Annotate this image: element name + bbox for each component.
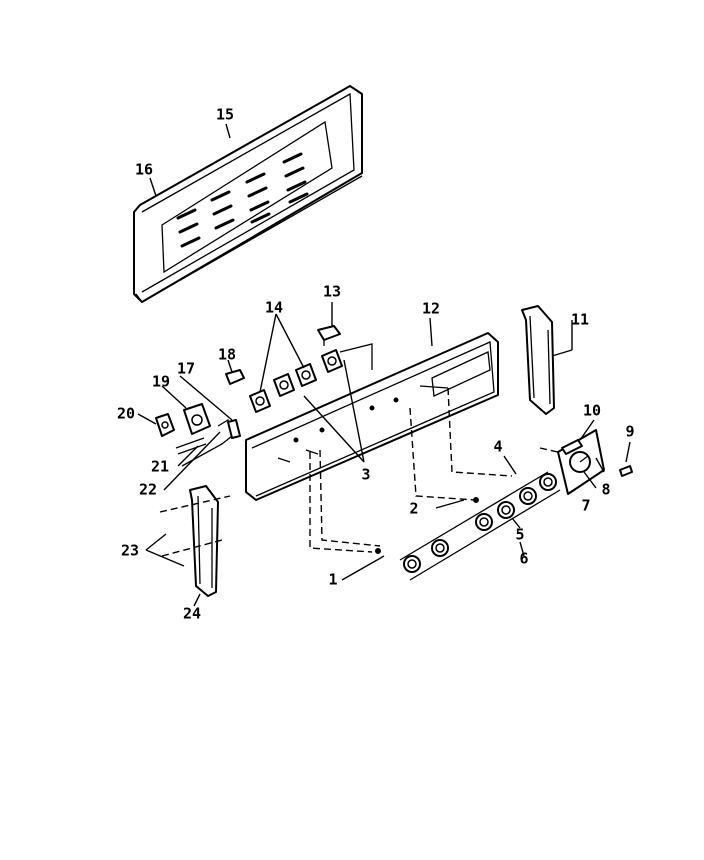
knob-trim-strip [399, 471, 561, 581]
callout-5: 5 [515, 526, 524, 544]
clip-13 [317, 325, 341, 346]
knob-3 [475, 513, 493, 531]
callout-9: 9 [625, 423, 634, 441]
control-panel [245, 332, 499, 501]
switch-14b [273, 373, 295, 397]
leader-lines [137, 123, 631, 607]
switch-20 [155, 413, 175, 437]
callout-20: 20 [117, 405, 135, 423]
callout-13: 13 [323, 283, 341, 301]
knob-2 [431, 539, 449, 557]
callout-21: 21 [151, 458, 169, 476]
callout-8: 8 [601, 481, 610, 499]
callout-6: 6 [519, 550, 528, 568]
panel-vent-slots [176, 152, 309, 248]
callout-2: 2 [409, 500, 418, 518]
knob-6 [539, 473, 557, 491]
knob-1 [403, 555, 421, 573]
right-end-cap [521, 305, 555, 415]
callout-14: 14 [265, 299, 283, 317]
callout-4: 4 [493, 438, 502, 456]
callout-12: 12 [422, 300, 440, 318]
assembly-lines [159, 387, 559, 557]
bracket-10 [561, 439, 583, 455]
callout-18: 18 [218, 346, 236, 364]
knob-4 [497, 501, 515, 519]
callout-24: 24 [183, 605, 201, 623]
screw-9 [619, 465, 633, 477]
callout-17: 17 [177, 360, 195, 378]
callout-11: 11 [571, 311, 589, 329]
clip-18 [225, 369, 245, 385]
screw-17 [227, 419, 241, 439]
switch-14d [321, 349, 343, 373]
left-end-cap [189, 485, 219, 597]
callout-23: 23 [121, 542, 139, 560]
switch-14c [295, 363, 317, 387]
callout-22: 22 [139, 481, 157, 499]
callout-3: 3 [361, 466, 370, 484]
backguard-panel [133, 85, 363, 303]
callout-19: 19 [152, 373, 170, 391]
switch-14a [249, 389, 271, 413]
callout-1: 1 [328, 571, 337, 589]
callout-16: 16 [135, 161, 153, 179]
callout-15: 15 [216, 106, 234, 124]
wire-21 [175, 437, 207, 455]
callout-7: 7 [581, 497, 590, 515]
knob-5 [519, 487, 537, 505]
callout-10: 10 [583, 402, 601, 420]
callout-labels: 15 16 13 14 12 11 18 17 19 20 10 9 4 21 … [117, 106, 635, 623]
switch-19 [183, 403, 211, 435]
